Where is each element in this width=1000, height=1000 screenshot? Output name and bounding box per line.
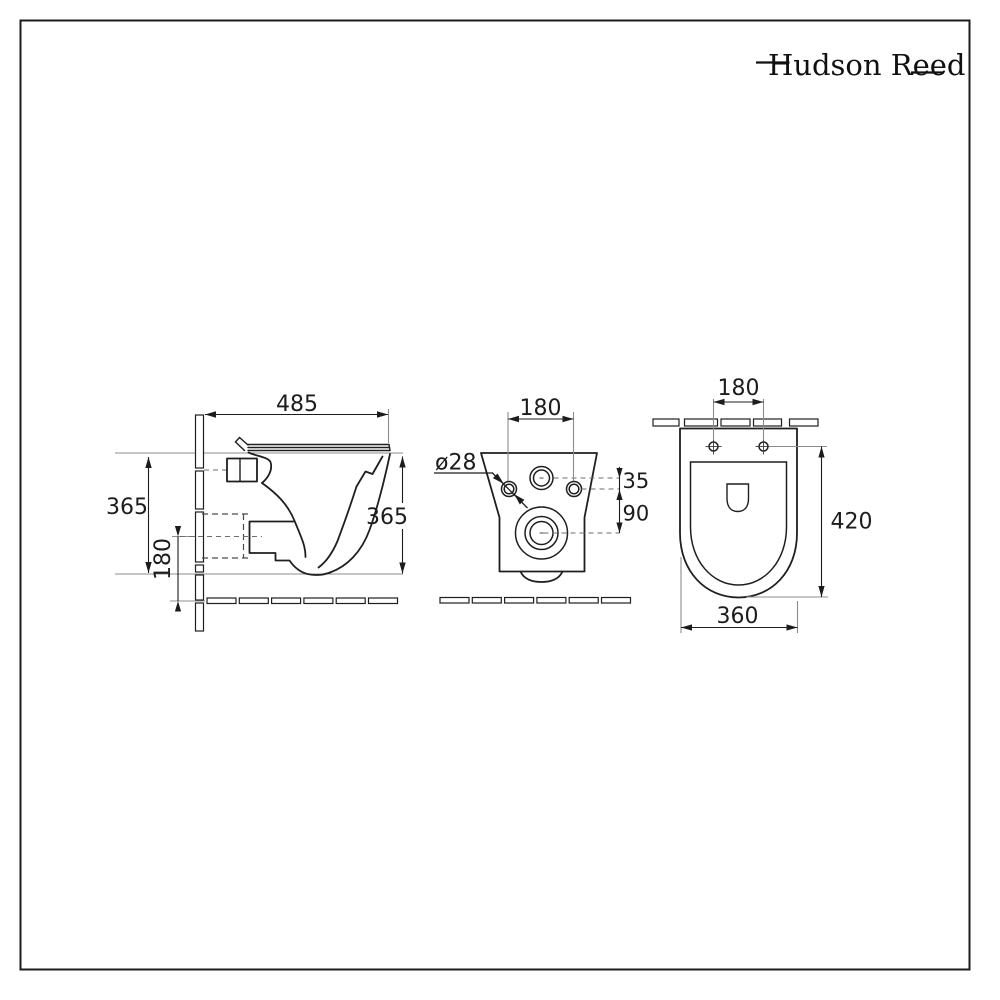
trap-outline xyxy=(248,520,331,576)
dim-label-360: 360 xyxy=(717,604,759,629)
fixing-hole-right-inner xyxy=(568,483,580,495)
seat-nose xyxy=(388,443,391,452)
dimension-height-365-left: 365 xyxy=(106,457,152,573)
bowl-bottom-arc xyxy=(519,570,564,583)
dimension-depth-420: 420 xyxy=(746,445,873,598)
pan-back-edge xyxy=(247,451,272,484)
rear-view: 35 90 180 ø28 xyxy=(434,396,649,604)
dim-label-90: 90 xyxy=(623,502,650,526)
dimension-height-365-right: 365 xyxy=(366,456,408,574)
wall-section-plan xyxy=(652,418,819,427)
dim-label-35: 35 xyxy=(623,469,650,493)
lid-hinge-tab xyxy=(234,436,249,452)
dim-label-365-right: 365 xyxy=(366,505,408,530)
dim-label-180-rear: 180 xyxy=(520,396,562,421)
fixing-point-left xyxy=(705,438,722,455)
fixing-hole-left-inner xyxy=(503,483,515,495)
dim-label-485: 485 xyxy=(276,392,318,417)
dimension-outlet-height-180: 180 xyxy=(151,526,182,612)
dimension-offsets-35-90: 35 90 xyxy=(616,467,649,533)
inlet-spigot xyxy=(226,457,258,483)
dim-label-180-side: 180 xyxy=(151,538,176,580)
fixing-point-right xyxy=(755,438,772,455)
dimension-depth-485: 485 xyxy=(205,392,388,418)
rim-contour xyxy=(355,455,384,488)
dimension-fixing-centres-180-rear: 180 xyxy=(507,396,575,481)
sheet-border xyxy=(19,19,971,971)
floor-section-rear xyxy=(439,596,632,604)
bowl-front-outer xyxy=(329,453,391,574)
dim-label-180-plan: 180 xyxy=(718,376,760,401)
brand-name: Hudson Reed xyxy=(768,48,966,82)
seat-opening xyxy=(689,461,788,586)
wall-section xyxy=(194,414,205,632)
flush-recess xyxy=(726,483,750,513)
bowl-back-curve xyxy=(261,482,307,558)
plan-view: 180 420 360 xyxy=(652,376,873,633)
dimension-fixing-centres-180-plan: 180 xyxy=(712,376,765,440)
dim-label-diameter-28: ø28 xyxy=(435,451,476,476)
bowl-front-inner xyxy=(317,485,358,569)
waste-outlet-mid xyxy=(524,515,559,551)
dimension-width-360: 360 xyxy=(680,557,799,633)
side-view: 485 365 365 180 xyxy=(106,392,408,632)
dim-label-365-left: 365 xyxy=(106,495,148,520)
water-inlet-hole-inner xyxy=(532,469,551,487)
toilet-side-profile xyxy=(226,436,391,576)
brand-logo: Hudson Reed xyxy=(756,48,966,82)
dim-label-420: 420 xyxy=(831,510,873,535)
plan-outline xyxy=(679,427,798,599)
callout-hole-diameter: ø28 xyxy=(434,451,528,509)
floor-section xyxy=(206,597,399,605)
